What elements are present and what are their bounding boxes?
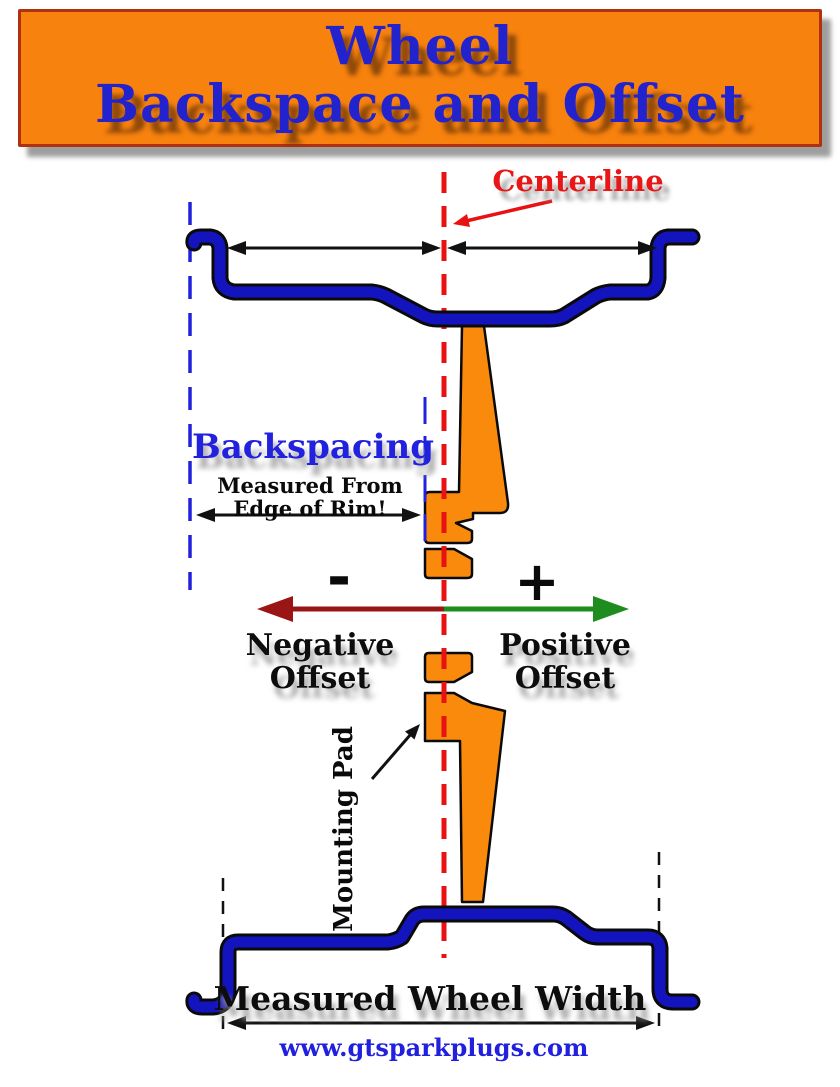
upper-hub-pilot (423, 547, 474, 580)
page-title-line1: Wheel (326, 16, 514, 77)
lower-hub-pilot (423, 651, 474, 684)
lower-spoke-cross-section (423, 691, 507, 904)
positive-offset-label-line2: Offset (515, 661, 616, 696)
title-banner: Wheel Backspace and Offset (18, 9, 822, 147)
mounting-pad-pointer-arrow (370, 724, 420, 780)
bottom-rim-fill (188, 908, 698, 1013)
wheel-center-section (423, 324, 510, 904)
negative-offset-label-line1: Negative (246, 628, 395, 663)
backspacing-note-line2: Edge of Rim! (233, 496, 386, 521)
top-rim-fill (188, 231, 698, 325)
wheel-width-label: Measured Wheel Width (214, 979, 647, 1018)
backspacing-label: Backspacing (192, 427, 434, 467)
rim-width-arrows-top (227, 241, 657, 255)
minus-sign: - (327, 543, 351, 611)
positive-offset-label-line1: Positive (499, 628, 631, 663)
plus-sign: + (514, 550, 559, 613)
centerline-label: Centerline (492, 164, 663, 198)
centerline-pointer-arrow (453, 199, 553, 227)
page-title-line2: Backspace and Offset (95, 74, 745, 135)
top-rim-cross-section (185, 228, 701, 328)
negative-offset-arrow (257, 596, 444, 622)
upper-spoke-cross-section (423, 324, 510, 545)
negative-offset-label-line2: Offset (270, 661, 371, 696)
backspacing-note-line1: Measured From (217, 473, 403, 498)
website-link[interactable]: www.gtsparkplugs.com (279, 1033, 589, 1062)
backspacing-arrow (196, 508, 421, 522)
positive-offset-arrow (444, 596, 629, 622)
mounting-pad-label: Mounting Pad (329, 726, 359, 932)
wheel-width-arrow (227, 1016, 655, 1030)
bottom-rim-cross-section (185, 905, 701, 1016)
